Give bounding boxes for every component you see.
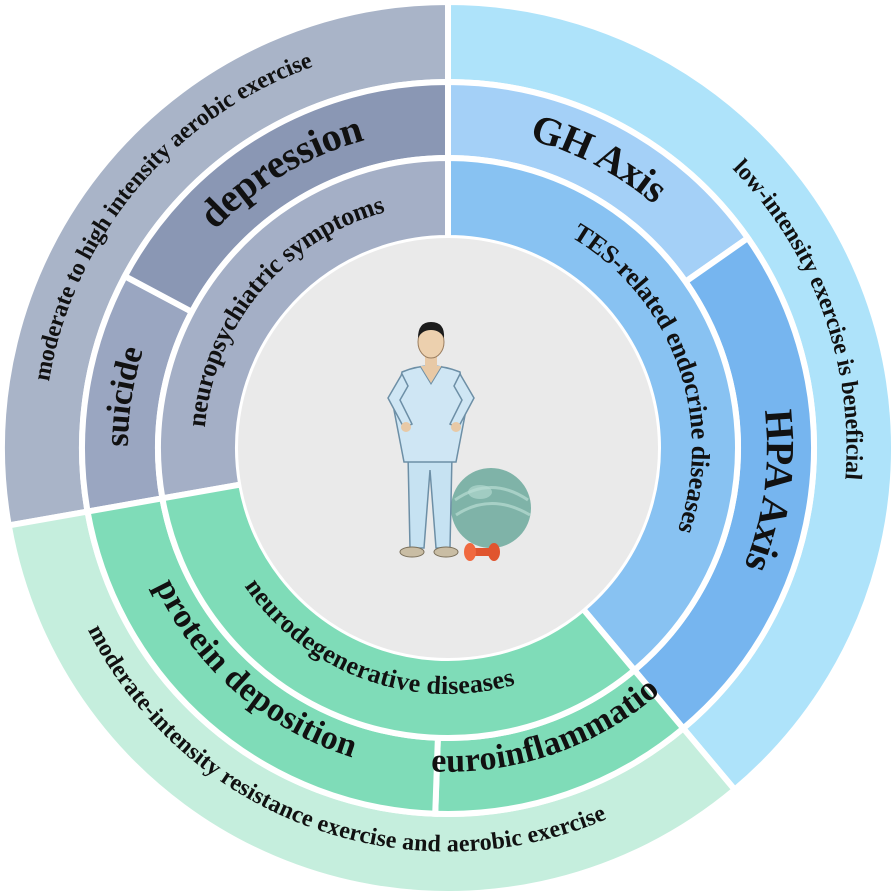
dumbbell-icon — [464, 543, 500, 561]
exercise-man-icon — [387, 322, 531, 561]
